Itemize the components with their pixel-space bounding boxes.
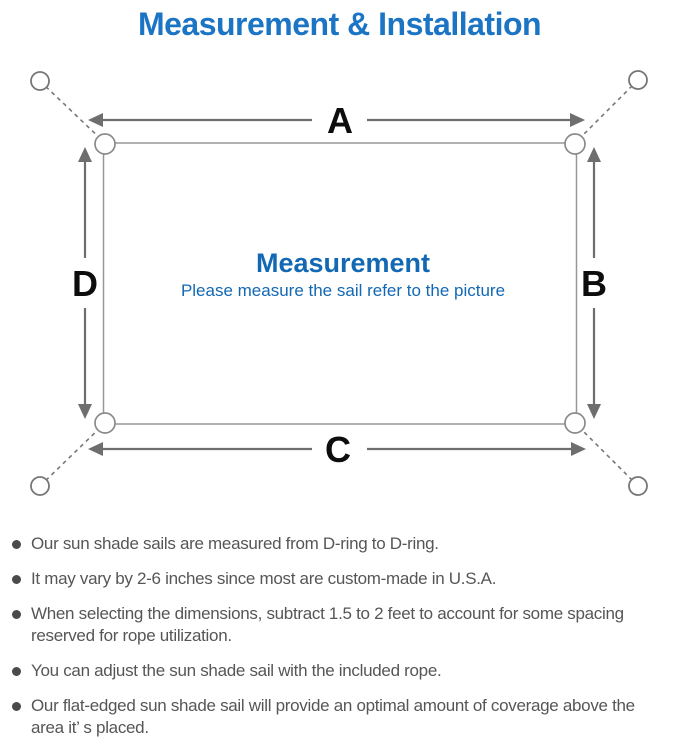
arrowhead-icon-c-right: [571, 442, 586, 456]
bullet-icon: [12, 702, 21, 711]
anchor-points: [30, 70, 648, 496]
rope-line-bottom-left: [39, 422, 106, 487]
arrowhead-icon-c-left: [88, 442, 103, 456]
bullet-text: Our sun shade sails are measured from D-…: [31, 534, 439, 553]
anchor-point-icon-bottom-left: [30, 476, 50, 496]
diagram-heading: Measurement: [256, 248, 430, 278]
anchor-point-icon-top-left: [30, 71, 50, 91]
bullet-text: You can adjust the sun shade sail with t…: [31, 661, 442, 680]
diagram-subheading: Please measure the sail refer to the pic…: [181, 281, 505, 300]
bullet-icon: [12, 667, 21, 676]
list-item: When selecting the dimensions, subtract …: [12, 603, 671, 647]
list-item: You can adjust the sun shade sail with t…: [12, 660, 671, 682]
rope-line-top-left: [39, 80, 106, 144]
bullet-icon: [12, 610, 21, 619]
arrowhead-icon-d-down: [78, 404, 92, 419]
bullet-icon: [12, 540, 21, 549]
arrowhead-icon-a-left: [88, 113, 103, 127]
bullet-icon: [12, 575, 21, 584]
bullet-text: It may vary by 2-6 inches since most are…: [31, 569, 497, 588]
d-ring-icon-top-left: [94, 133, 116, 155]
sail-diagram-svg: A B C D Measurement Please measure the s…: [30, 70, 648, 496]
d-rings: [94, 133, 586, 434]
list-item: Our sun shade sails are measured from D-…: [12, 533, 671, 555]
list-item: It may vary by 2-6 inches since most are…: [12, 568, 671, 590]
rope-line-bottom-right: [574, 422, 639, 487]
rope-line-top-right: [574, 79, 639, 144]
bullet-text: Our flat-edged sun shade sail will provi…: [31, 696, 635, 737]
arrowhead-icon-b-up: [587, 147, 601, 162]
dimension-arrows: [83, 118, 596, 451]
rope-lines: [39, 79, 639, 487]
dimension-label-b: B: [581, 263, 607, 304]
bullet-text: When selecting the dimensions, subtract …: [31, 604, 624, 645]
page-title: Measurement & Installation: [137, 6, 542, 42]
arrowhead-icon-b-down: [587, 404, 601, 419]
sail-outline: [102, 142, 578, 425]
instruction-list: Our sun shade sails are measured from D-…: [0, 513, 679, 739]
arrowheads: [78, 113, 601, 456]
sail-measurement-diagram: A B C D Measurement Please measure the s…: [0, 43, 679, 513]
dimension-label-d: D: [72, 263, 98, 304]
anchor-point-icon-bottom-right: [628, 476, 648, 496]
d-ring-icon-top-right: [564, 133, 586, 155]
d-ring-icon-bottom-right: [564, 412, 586, 434]
arrowhead-icon-d-up: [78, 147, 92, 162]
arrowhead-icon-a-right: [570, 113, 585, 127]
dimension-label-c: C: [325, 429, 351, 470]
d-ring-icon-bottom-left: [94, 412, 116, 434]
list-item: Our flat-edged sun shade sail will provi…: [12, 695, 671, 739]
anchor-point-icon-top-right: [628, 70, 648, 90]
dimension-label-a: A: [327, 100, 353, 141]
